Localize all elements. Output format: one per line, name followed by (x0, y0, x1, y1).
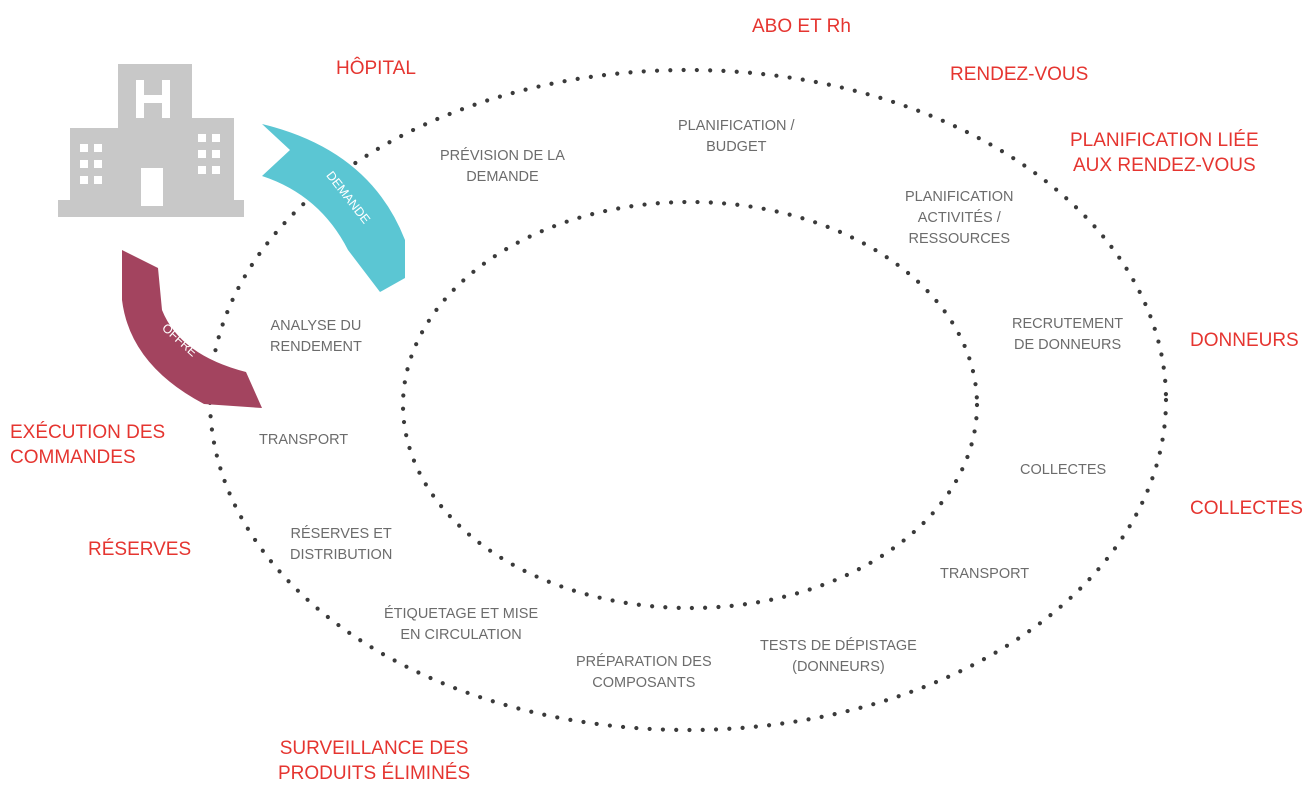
label-rendez-vous: RENDEZ-VOUS (950, 64, 1089, 85)
label-execution-commandes: EXÉCUTION DES COMMANDES (10, 422, 166, 469)
label-preparation-composants: PRÉPARATION DES COMPOSANTS (576, 654, 712, 692)
label-etiquetage: ÉTIQUETAGE ET MISE EN CIRCULATION (384, 606, 539, 644)
label-surveillance: SURVEILLANCE DES PRODUITS ÉLIMINÉS (278, 738, 471, 785)
label-prevision-demande: PRÉVISION DE LA DEMANDE (440, 148, 565, 186)
label-donneurs: DONNEURS (1190, 330, 1299, 351)
label-collectes: COLLECTES (1190, 498, 1303, 519)
outer-dotted-ring (207, 67, 1169, 733)
demand-arrow (262, 124, 405, 292)
label-abo-rh: ABO ET Rh (752, 16, 851, 37)
label-tests-depistage: TESTS DE DÉPISTAGE (DONNEURS) (760, 638, 917, 676)
inner-dotted-ring (400, 199, 980, 611)
label-hopital: HÔPITAL (336, 58, 416, 79)
label-planification-budget: PLANIFICATION / BUDGET (678, 118, 795, 156)
hospital-building-icon (58, 64, 244, 217)
label-analyse-rendement: ANALYSE DU RENDEMENT (270, 318, 362, 356)
supply-arrow (122, 250, 262, 408)
label-planification-rendez-vous: PLANIFICATION LIÉE AUX RENDEZ-VOUS (1070, 130, 1259, 177)
label-collectes-inner: COLLECTES (1020, 462, 1107, 478)
label-reserves: RÉSERVES (88, 539, 192, 560)
label-reserves-distribution: RÉSERVES ET DISTRIBUTION (290, 526, 393, 564)
label-recrutement-donneurs: RECRUTEMENT DE DONNEURS (1012, 316, 1124, 354)
label-transport-left: TRANSPORT (259, 432, 349, 448)
label-planification-activites: PLANIFICATION ACTIVITÉS / RESSOURCES (905, 189, 1014, 248)
label-transport-right: TRANSPORT (940, 566, 1030, 582)
